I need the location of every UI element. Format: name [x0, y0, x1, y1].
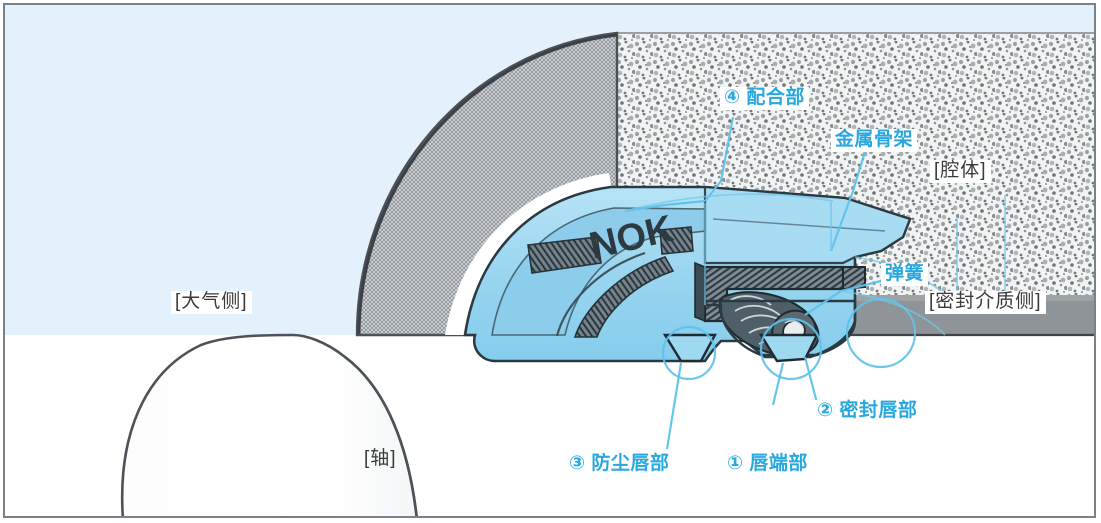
- seal-face-notch-left: [527, 236, 602, 274]
- dust-lip-tip: [662, 333, 718, 363]
- seal-cutaway-illustration: NOK: [5, 5, 1094, 516]
- callout-metal-frame: 金属骨架: [831, 129, 918, 152]
- shaft-body: [120, 333, 418, 516]
- region-cavity: [腔体]: [930, 160, 991, 183]
- diagram-frame: NOK: [3, 3, 1096, 518]
- callout-spring: 弹簧: [881, 263, 929, 286]
- inner-lip-ring-hatched: [573, 256, 675, 338]
- callout-seal-lip: ② 密封唇部: [813, 400, 922, 423]
- callout-mating-part: ④ 配合部: [720, 87, 809, 110]
- callout-lip-edge: ① 唇端部: [723, 453, 812, 476]
- callout-dust-lip: ③ 防尘唇部: [565, 453, 674, 476]
- seal-face-annulus: [491, 207, 706, 336]
- region-atmosphere-side: [大气侧]: [171, 291, 252, 314]
- seal-face-notch-right: [659, 226, 694, 255]
- region-sealed-medium-side: [密封介质侧]: [925, 291, 1046, 314]
- region-shaft: [轴]: [364, 448, 397, 469]
